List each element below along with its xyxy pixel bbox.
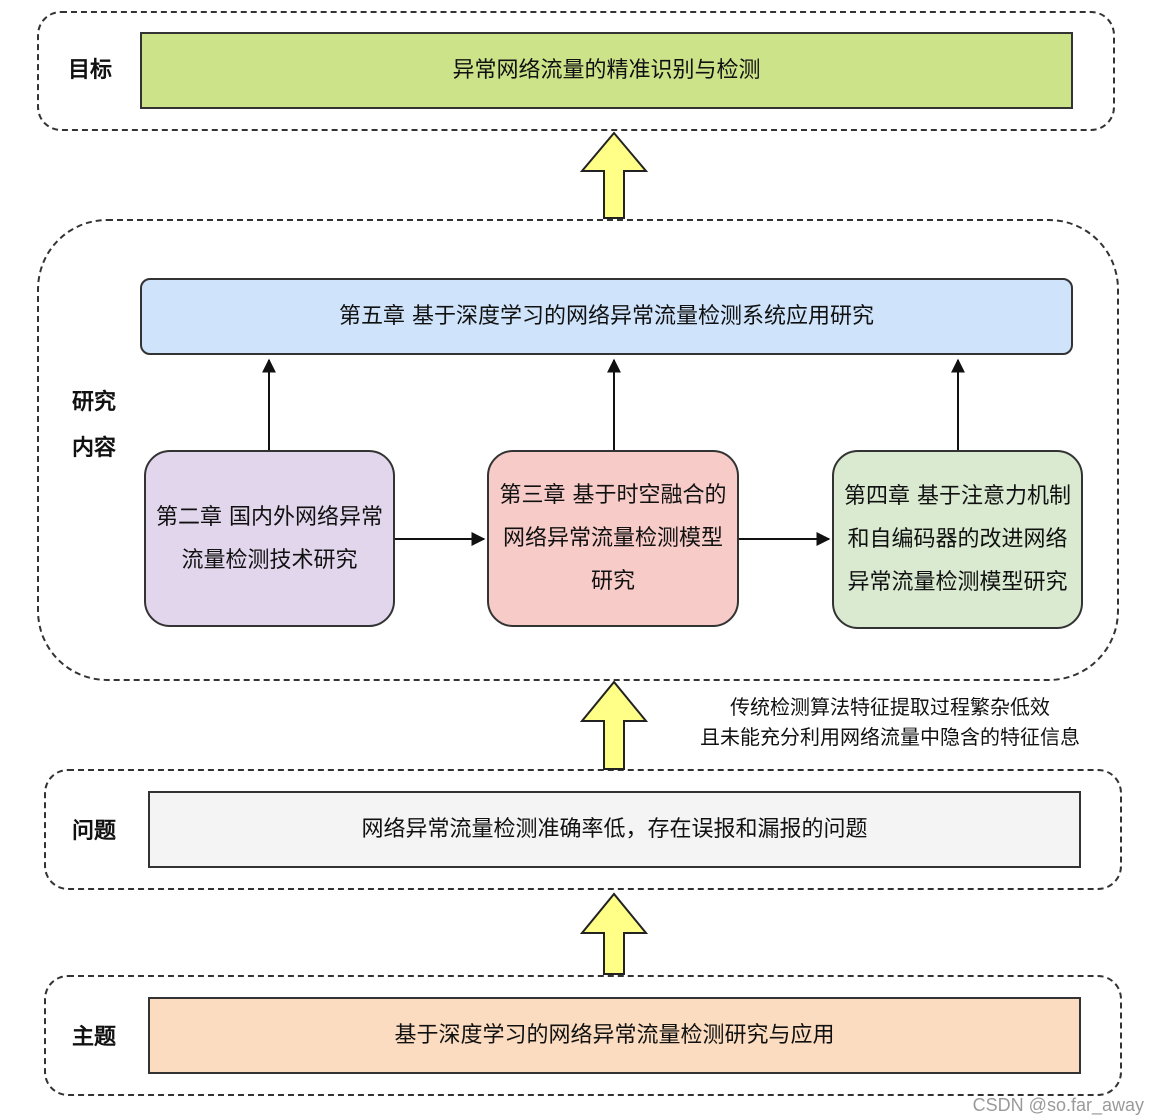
- chapter5-box: 第五章 基于深度学习的网络异常流量检测系统应用研究: [140, 278, 1073, 355]
- chapter2-box: 第二章 国内外网络异常流量检测技术研究: [144, 450, 395, 627]
- gap-note: 传统检测算法特征提取过程繁杂低效 且未能充分利用网络流量中隐含的特征信息: [700, 695, 1080, 749]
- topic-box: 基于深度学习的网络异常流量检测研究与应用: [148, 997, 1081, 1074]
- goal-box: 异常网络流量的精准识别与检测: [140, 32, 1073, 109]
- big-arrow-research-to-goal: [579, 131, 649, 219]
- goal-label: 目标: [68, 58, 113, 83]
- watermark: CSDN @so.far_away: [972, 1095, 1144, 1115]
- research-label: 研究 内容: [72, 390, 117, 461]
- big-arrow-topic-to-problem: [579, 892, 649, 975]
- goal-group: [37, 11, 1115, 131]
- problem-box: 网络异常流量检测准确率低，存在误报和漏报的问题: [148, 791, 1081, 868]
- problem-label: 问题: [72, 819, 117, 844]
- big-arrow-problem-to-research: [579, 680, 649, 770]
- research-group: [37, 219, 1119, 681]
- chapter3-box: 第三章 基于时空融合的网络异常流量检测模型研究: [487, 450, 739, 627]
- topic-label: 主题: [72, 1025, 117, 1050]
- chapter4-box: 第四章 基于注意力机制和自编码器的改进网络异常流量检测模型研究: [832, 450, 1083, 629]
- problem-group: [44, 769, 1122, 890]
- topic-group: [44, 975, 1122, 1096]
